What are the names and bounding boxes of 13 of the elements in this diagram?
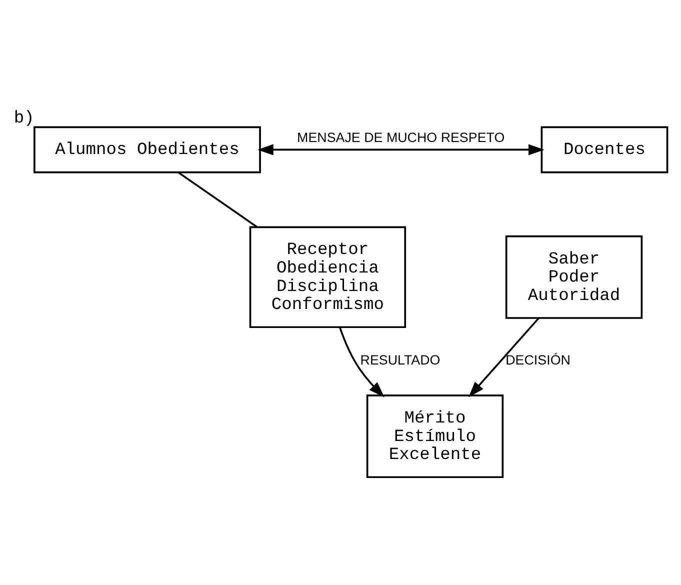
connector [178, 171, 258, 228]
node-box: Alumnos Obedientes [34, 126, 261, 173]
node-box: Docentes [540, 126, 668, 173]
edge-label: MENSAJE DE MUCHO RESPETO [297, 130, 505, 145]
node-box: Receptor Obediencia Disciplina Conformismo [249, 226, 406, 328]
edge-label: RESULTADO [360, 352, 440, 368]
arrow [468, 317, 540, 397]
node-label: b) [14, 109, 34, 128]
arrow [258, 144, 544, 155]
edge-label: DECISIÓN [506, 352, 570, 368]
node-box: Saber Poder Autoridad [505, 234, 643, 318]
node-box: Mérito Estímulo Excelente [366, 394, 504, 478]
arrow [339, 326, 384, 397]
